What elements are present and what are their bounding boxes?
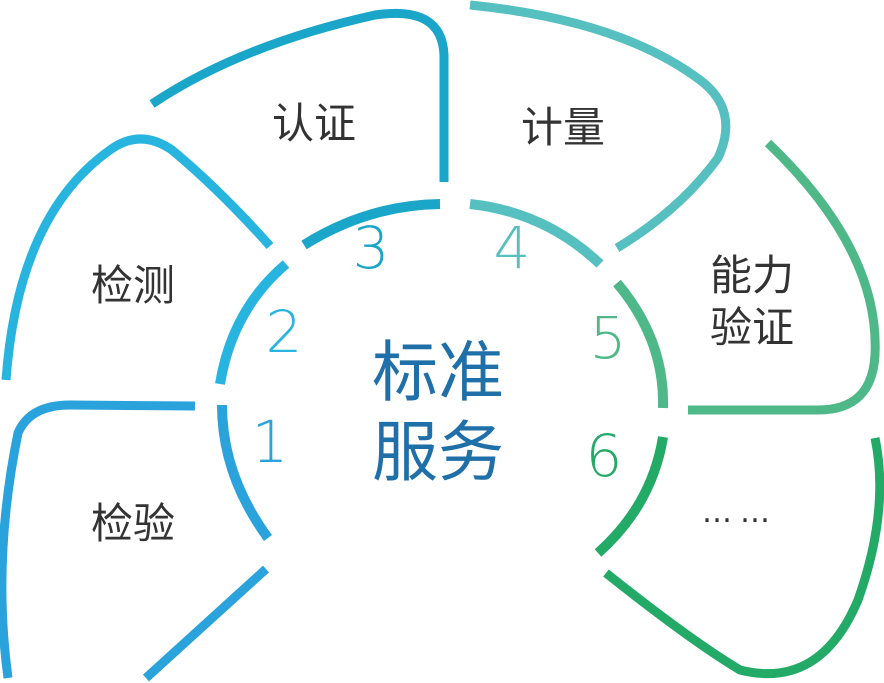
- segment-label-5: 验证: [710, 303, 794, 352]
- inner-arc-2: [215, 260, 290, 385]
- center-title-line: 服务: [372, 414, 504, 491]
- segment-label-4: 计量: [521, 103, 605, 152]
- inner-arc-3: [301, 199, 441, 250]
- inner-arc-4: [469, 199, 604, 268]
- segment-number-1: 1: [252, 408, 289, 476]
- segment-label-6: ……: [702, 495, 778, 530]
- inner-arc-5: [613, 279, 669, 409]
- outer-petal-1: [0, 400, 270, 682]
- outer-petal-2: [1, 134, 274, 381]
- segment-numbers: 1 23 45 6: [252, 214, 627, 490]
- center-title-line: 标准: [372, 334, 504, 411]
- segment-number-3: 3: [353, 214, 390, 282]
- segment-label-2: 检测: [91, 261, 175, 310]
- outer-petal-3: [149, 8, 449, 182]
- segment-number-2: 2: [266, 298, 303, 366]
- segment-number-4: 4: [494, 214, 531, 282]
- inner-arc-6: [594, 436, 668, 557]
- outer-petal-6: [603, 437, 884, 679]
- segment-number-6: 6: [586, 422, 623, 490]
- inner-arc-1: [217, 404, 273, 541]
- outer-petal-5: [688, 139, 880, 415]
- outer-petal-4: [469, 0, 731, 252]
- segment-label-3: 认证: [272, 99, 356, 148]
- segment-number-5: 5: [590, 304, 627, 372]
- segment-label-5: 能力: [710, 251, 794, 300]
- segment-label-1: 检验: [91, 499, 175, 548]
- inner-ring: [215, 199, 669, 557]
